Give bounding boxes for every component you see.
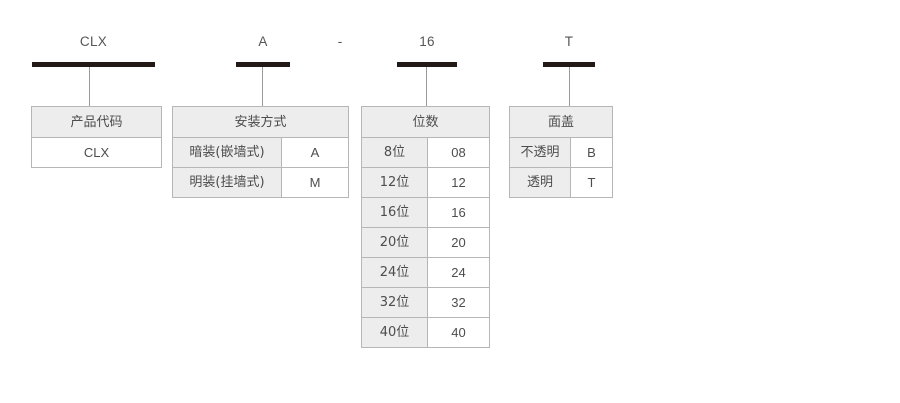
cell-position-desc-1: 12位 <box>361 167 428 198</box>
cell-mounting-desc-1: 明装(挂墙式) <box>172 167 282 198</box>
table-row: 24位 24 <box>361 257 491 288</box>
code-segment-product-code: CLX <box>79 34 108 49</box>
cell-position-desc-4: 24位 <box>361 257 428 288</box>
connector-stem-position-count <box>426 67 427 106</box>
cell-position-desc-6: 40位 <box>361 317 428 348</box>
table-product-code: 产品代码 CLX <box>31 106 162 168</box>
code-separator-dash: - <box>337 34 343 49</box>
cell-mounting-code-1: M <box>280 167 350 198</box>
table-header-position-count: 位数 <box>360 106 491 138</box>
cell-position-code-4: 24 <box>426 257 491 288</box>
table-row: 12位 12 <box>361 167 491 198</box>
table-header-row: 面盖 <box>508 106 614 138</box>
cell-product-code-value: CLX <box>31 137 162 168</box>
cell-cover-code-0: B <box>569 137 614 168</box>
table-header-row: 产品代码 <box>31 106 162 138</box>
table-row: 透明 T <box>509 167 614 198</box>
cell-position-code-3: 20 <box>426 227 491 258</box>
table-row: 暗装(嵌墙式) A <box>172 137 350 168</box>
table-cover: 面盖 不透明 B 透明 T <box>508 106 614 198</box>
cell-position-desc-2: 16位 <box>361 197 428 228</box>
connector-stem-mounting-type <box>262 67 263 106</box>
table-position-count: 位数 8位 08 12位 12 16位 16 20位 20 24位 24 <box>360 106 491 348</box>
cell-cover-code-1: T <box>569 167 614 198</box>
cell-position-code-6: 40 <box>426 317 491 348</box>
cell-position-code-2: 16 <box>426 197 491 228</box>
code-segment-position-count: 16 <box>419 34 435 49</box>
table-row: 明装(挂墙式) M <box>172 167 350 198</box>
underline-bar-product-code <box>32 62 155 67</box>
cell-cover-desc-0: 不透明 <box>509 137 571 168</box>
cell-mounting-code-0: A <box>280 137 350 168</box>
table-header-cover: 面盖 <box>508 106 614 138</box>
table-header-mounting-type: 安装方式 <box>171 106 350 138</box>
table-row: CLX <box>31 137 162 168</box>
underline-bar-cover <box>543 62 595 67</box>
cell-position-desc-5: 32位 <box>361 287 428 318</box>
connector-stem-cover <box>569 67 570 106</box>
cell-position-desc-3: 20位 <box>361 227 428 258</box>
underline-bar-position-count <box>397 62 457 67</box>
table-row: 8位 08 <box>361 137 491 168</box>
table-row: 不透明 B <box>509 137 614 168</box>
code-segment-mounting-type: A <box>258 34 268 49</box>
table-header-row: 位数 <box>360 106 491 138</box>
cell-position-code-1: 12 <box>426 167 491 198</box>
cell-cover-desc-1: 透明 <box>509 167 571 198</box>
code-segment-cover: T <box>564 34 574 49</box>
cell-position-code-0: 08 <box>426 137 491 168</box>
table-row: 20位 20 <box>361 227 491 258</box>
cell-position-desc-0: 8位 <box>361 137 428 168</box>
table-row: 16位 16 <box>361 197 491 228</box>
cell-mounting-desc-0: 暗装(嵌墙式) <box>172 137 282 168</box>
table-row: 32位 32 <box>361 287 491 318</box>
underline-bar-mounting-type <box>236 62 290 67</box>
table-header-row: 安装方式 <box>171 106 350 138</box>
table-mounting-type: 安装方式 暗装(嵌墙式) A 明装(挂墙式) M <box>171 106 350 198</box>
table-header-product-code: 产品代码 <box>31 106 162 138</box>
connector-stem-product-code <box>89 67 90 106</box>
table-row: 40位 40 <box>361 317 491 348</box>
cell-position-code-5: 32 <box>426 287 491 318</box>
